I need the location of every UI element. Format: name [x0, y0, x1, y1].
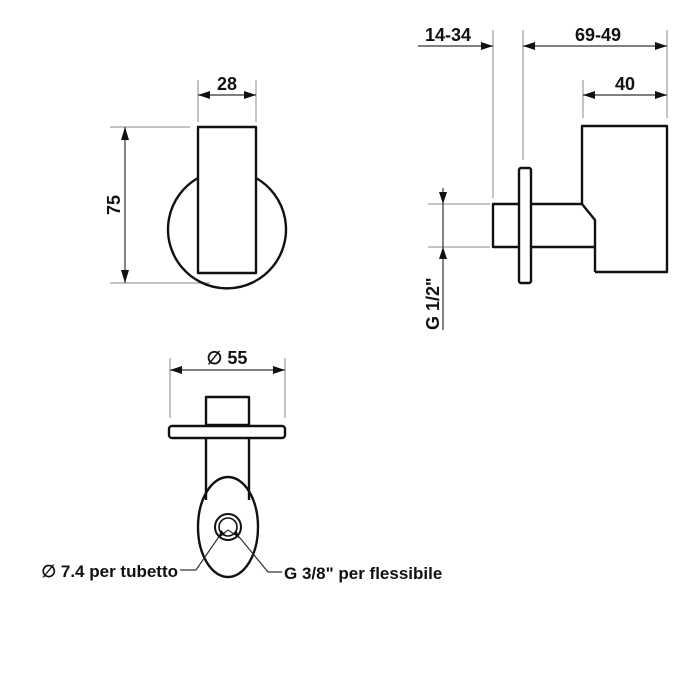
handle-body [196, 125, 258, 275]
outlet-body [580, 124, 669, 274]
outlet-ring-outer [214, 513, 242, 541]
body-dimension-label: 40 [615, 74, 635, 94]
plate-top [167, 424, 287, 440]
top-view: ∅ 55 ∅ 7.4 per tubetto G 3/8" per flessi… [41, 348, 442, 583]
thread-dimension-label: G 1/2" [423, 277, 443, 330]
projection-dimension-label: 14-34 [425, 25, 471, 45]
neck [531, 202, 597, 272]
threaded-stub [491, 202, 519, 249]
outlet-ellipse [196, 475, 260, 579]
depth-dimension-label: 69-49 [575, 25, 621, 45]
width-dimension-label: 28 [217, 74, 237, 94]
hose-label: G 3/8" per flessibile [284, 564, 442, 583]
front-view: 28 75 [104, 74, 288, 290]
rosette-circle [166, 176, 288, 290]
wall-plate [517, 166, 533, 285]
stub-top [204, 395, 251, 427]
height-dimension-label: 75 [104, 195, 124, 215]
side-view: 14-34 69-49 40 G 1/2" [418, 25, 669, 330]
plate-diameter-label: ∅ 55 [207, 348, 248, 368]
outlet-ring-inner [218, 517, 238, 537]
tube-label: ∅ 7.4 per tubetto [41, 562, 178, 581]
